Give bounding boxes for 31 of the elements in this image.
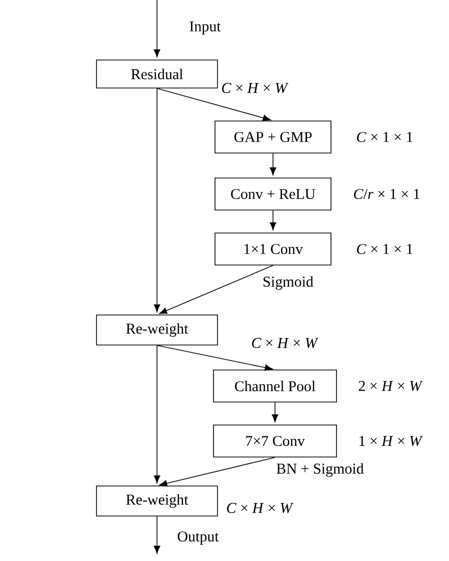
- process-box: GAP + GMP: [214, 120, 332, 154]
- edge-label: Output: [176, 530, 220, 546]
- arrow: [156, 345, 273, 371]
- dimension-label: 1 × H × W: [360, 436, 423, 446]
- process-box: Re-weight: [96, 486, 218, 516]
- dimension-label: C × 1 × 1: [357, 132, 412, 142]
- arrow: [154, 345, 160, 484]
- arrow: [159, 457, 276, 486]
- arrow: [272, 402, 278, 422]
- process-box: Re-weight: [96, 314, 218, 346]
- dimension-label: C × H × W: [222, 82, 288, 94]
- arrow: [154, 516, 160, 554]
- process-box: Channel Pool: [213, 370, 337, 402]
- arrow: [159, 265, 274, 314]
- dimension-label: C × 1 × 1: [357, 244, 412, 254]
- edge-label: Input: [188, 20, 222, 36]
- process-box: 7×7 Conv: [213, 424, 337, 458]
- arrow: [156, 88, 271, 122]
- arrow: [270, 210, 276, 230]
- dimension-label: C/r × 1 × 1: [354, 188, 420, 200]
- arrow: [154, 0, 160, 58]
- dimension-label: C × H × W: [252, 338, 318, 348]
- process-box: Conv + ReLU: [214, 178, 332, 210]
- dimension-label: C × H × W: [227, 502, 294, 514]
- dimension-label: 2 × H × W: [358, 380, 423, 392]
- arrow: [154, 88, 160, 312]
- arrow: [270, 153, 276, 176]
- process-box: 1×1 Conv: [214, 232, 332, 266]
- process-box: Residual: [96, 60, 218, 88]
- edge-label: BN + Sigmoid: [275, 462, 365, 478]
- edge-label: Sigmoid: [262, 275, 314, 291]
